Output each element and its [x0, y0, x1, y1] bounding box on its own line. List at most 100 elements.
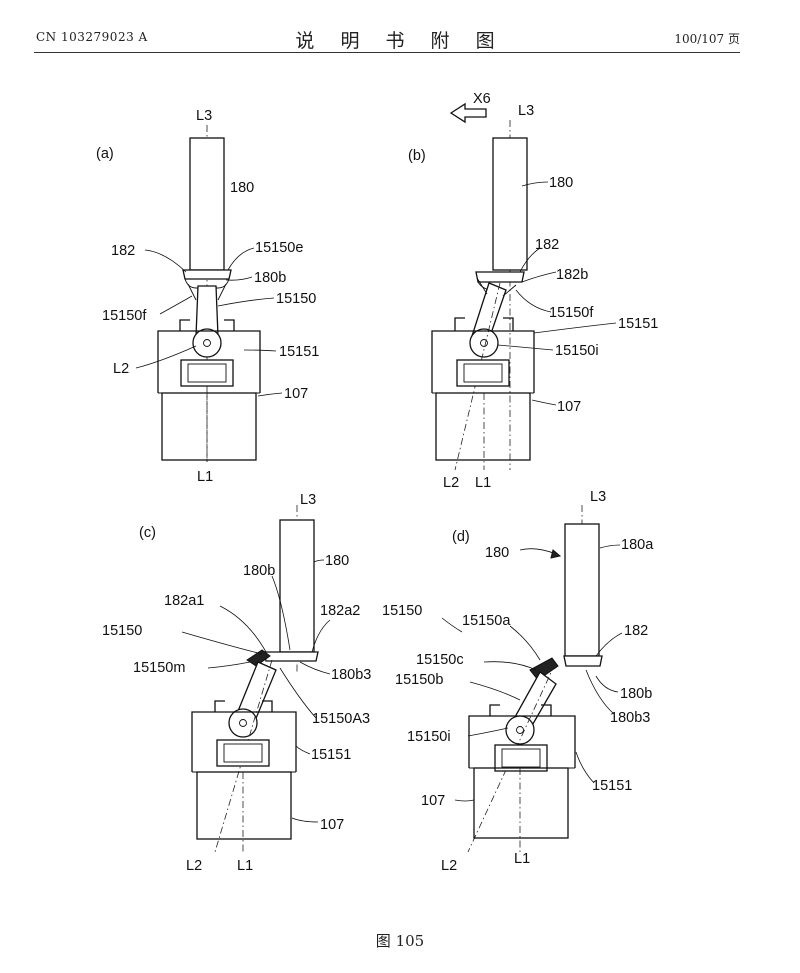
label-x6: X6	[473, 91, 491, 107]
label-182: 182	[111, 243, 135, 259]
coupling-182	[182, 269, 232, 280]
label-180b: 180b	[243, 563, 275, 579]
bearing-15151	[468, 715, 576, 768]
coupling-182	[263, 651, 319, 662]
label-180: 180	[549, 175, 573, 191]
label-l2: L2	[186, 858, 202, 874]
label-15150b: 15150b	[395, 672, 443, 688]
label-15151: 15151	[592, 778, 632, 794]
roller-inner	[187, 363, 227, 383]
drum-107	[196, 771, 292, 840]
label-180b: 180b	[620, 686, 652, 702]
leader	[585, 669, 615, 715]
bearing-15151	[191, 711, 297, 772]
panel-b-label: (b)	[408, 148, 426, 164]
leader-arrow	[519, 548, 557, 555]
label-15150: 15150	[276, 291, 316, 307]
leader	[521, 181, 549, 187]
label-l2: L2	[443, 475, 459, 491]
leader	[483, 661, 537, 671]
leader	[531, 399, 557, 406]
label-l1: L1	[237, 858, 253, 874]
header-rule	[34, 52, 740, 53]
coupling-182	[563, 655, 603, 667]
axis-l2	[454, 282, 501, 471]
bearing-15151	[157, 330, 261, 393]
label-107: 107	[557, 399, 581, 415]
shaft-180	[189, 137, 225, 271]
label-l1: L1	[475, 475, 491, 491]
roller-inner	[463, 363, 503, 383]
shaft-180	[279, 519, 315, 653]
leader	[515, 289, 552, 313]
leader	[291, 817, 319, 823]
prongs-15150f	[476, 277, 517, 297]
leader	[469, 681, 521, 701]
label-182: 182	[624, 623, 648, 639]
label-180b: 180b	[254, 270, 286, 286]
bearing-15151	[431, 330, 535, 393]
label-107: 107	[320, 817, 344, 833]
roller-inner	[501, 748, 541, 768]
leader	[509, 625, 541, 661]
label-182b: 182b	[556, 267, 588, 283]
label-l3: L3	[518, 103, 534, 119]
label-15150c: 15150c	[416, 652, 464, 668]
panel-c: (c) L3 180 180b 182a1 182a2 15150 1515	[102, 492, 371, 874]
bearing-top	[214, 700, 273, 712]
panel-d-label: (d)	[452, 529, 470, 545]
pin	[516, 726, 524, 734]
bearing-top	[454, 317, 514, 331]
leader	[243, 349, 277, 352]
label-182a2: 182a2	[320, 603, 360, 619]
label-15150a: 15150a	[462, 613, 511, 629]
label-180b3: 180b3	[331, 667, 371, 683]
leader	[159, 295, 193, 315]
label-15151: 15151	[618, 316, 658, 332]
leader	[295, 745, 311, 755]
leader	[227, 247, 255, 271]
pin	[480, 339, 488, 347]
label-l1: L1	[514, 851, 530, 867]
label-l3: L3	[590, 489, 606, 505]
label-15150f: 15150f	[549, 305, 594, 321]
leader	[279, 667, 317, 719]
axis-l2	[214, 659, 273, 853]
label-180b3: 180b3	[610, 710, 650, 726]
label-15150f: 15150f	[102, 308, 147, 324]
publication-number: CN 103279023 A	[36, 30, 148, 44]
pin	[239, 719, 247, 727]
leader	[257, 392, 283, 397]
leader	[135, 345, 197, 369]
coupling-182	[475, 271, 525, 283]
leader	[467, 727, 509, 737]
arrowhead-icon	[550, 549, 562, 559]
bearing-top	[179, 319, 235, 331]
leader	[533, 322, 617, 334]
label-182a1: 182a1	[164, 593, 204, 609]
leader	[454, 799, 475, 802]
leader	[519, 247, 541, 273]
label-180: 180	[230, 180, 254, 196]
leader	[311, 619, 331, 653]
leader	[219, 605, 267, 653]
leader	[299, 661, 331, 675]
label-180a: 180a	[621, 537, 654, 553]
leader	[595, 632, 623, 657]
shaft-180	[564, 523, 600, 657]
ball-joint	[469, 328, 499, 358]
label-15150A3: 15150A3	[312, 711, 370, 727]
label-15150i: 15150i	[555, 343, 599, 359]
head-15150c	[529, 657, 559, 681]
leader	[207, 661, 251, 669]
label-180: 180	[485, 545, 509, 561]
label-182: 182	[535, 237, 559, 253]
shaft-180	[492, 137, 528, 271]
roller-inner	[223, 743, 263, 763]
leader	[521, 271, 557, 283]
section-title: 说 明 书 附 图	[295, 30, 505, 52]
label-15151: 15151	[311, 747, 351, 763]
label-15150: 15150	[382, 603, 422, 619]
panel-b: (b) X6 L3 180 182 182b 15150f 15151	[408, 91, 658, 491]
